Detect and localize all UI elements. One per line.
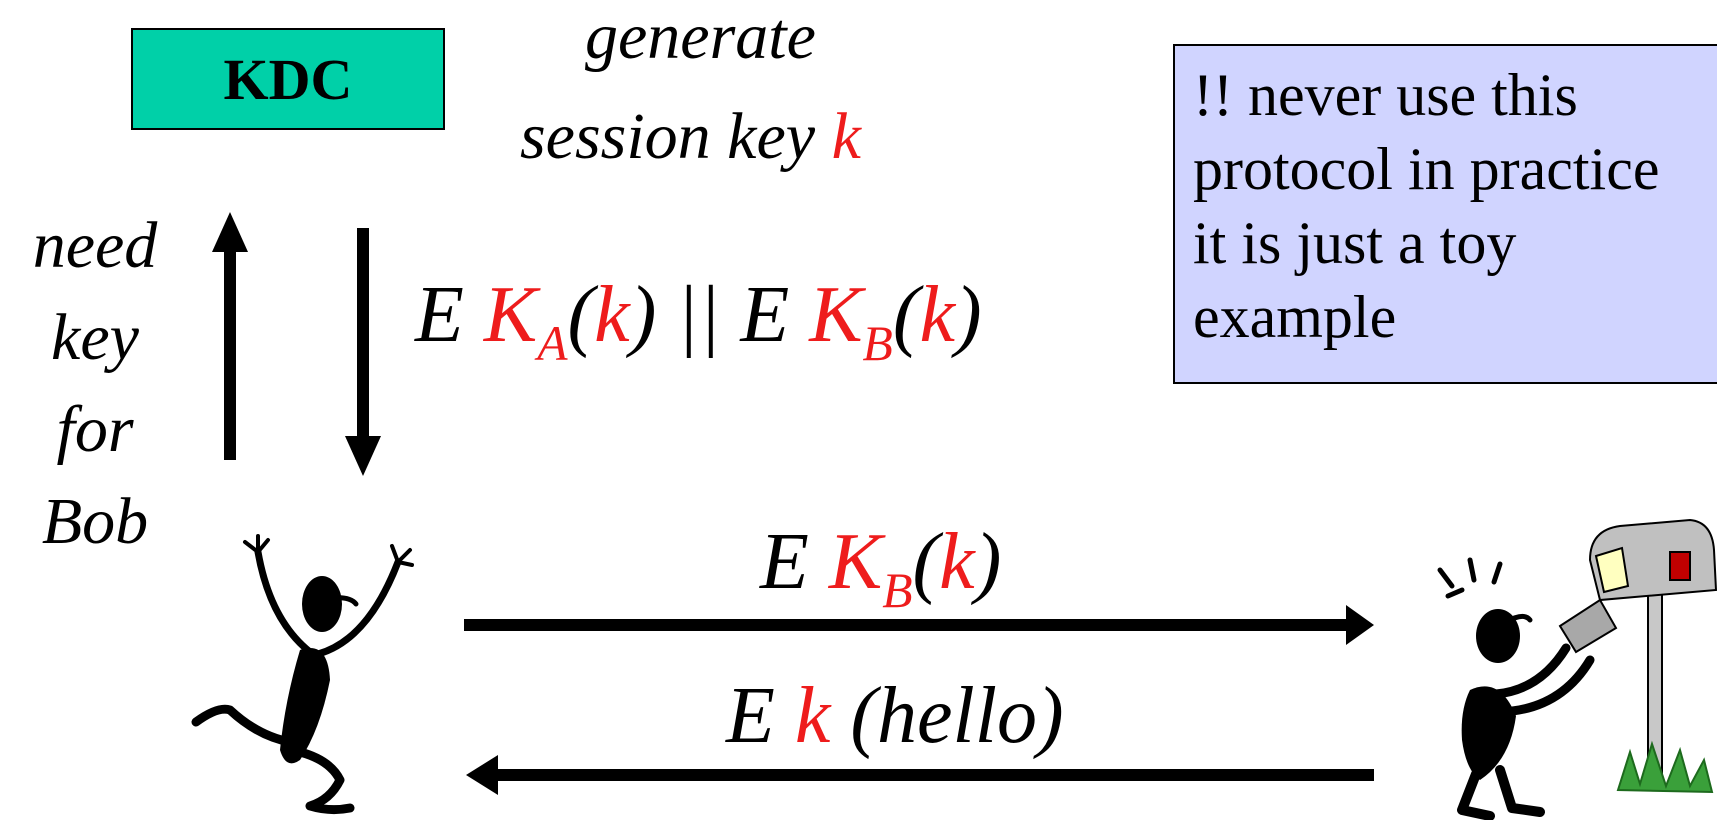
mailbox-icon — [1558, 518, 1717, 794]
request-line-1: need — [32, 209, 158, 282]
request-arrow — [212, 212, 248, 460]
reply-kb-open: ( — [892, 271, 920, 359]
reply-kb: K — [809, 271, 863, 359]
alice-to-bob-message: E KB(k) — [760, 522, 1001, 615]
note-line-2: protocol in practice — [1193, 136, 1660, 202]
frombob-e: E — [726, 672, 795, 760]
frombob-k: k — [794, 672, 831, 760]
to-alice-arrow — [466, 755, 1374, 795]
request-line-3: for — [56, 393, 134, 466]
tobob-kb: K — [828, 518, 883, 606]
bob-figure — [1437, 557, 1595, 820]
kdc-reply-message: E KA(k) || E KB(k) — [415, 275, 982, 368]
session-key-k: k — [831, 100, 861, 173]
reply-ka-arg: k — [594, 271, 630, 359]
to-bob-arrow — [464, 605, 1374, 645]
reply-ka-close: ) — [629, 271, 657, 359]
session-key-label: session key k — [520, 104, 861, 170]
warning-note: !! never use this protocol in practice i… — [1173, 44, 1717, 384]
request-line-2: key — [51, 301, 139, 374]
generate-line1: generate — [585, 0, 816, 73]
reply-separator: || — [656, 271, 741, 359]
bob-to-alice-message: E k (hello) — [726, 676, 1064, 756]
reply-arrow — [345, 228, 381, 476]
tobob-arg: k — [939, 518, 975, 606]
session-key-prefix: session key — [520, 100, 832, 173]
note-line-4: example — [1193, 284, 1397, 350]
tobob-kb-sub: B — [882, 562, 913, 618]
reply-ka-open: ( — [567, 271, 595, 359]
request-line-4: Bob — [41, 485, 149, 558]
reply-e1: E — [415, 271, 484, 359]
generate-label: generate — [585, 4, 816, 70]
kdc-label: KDC — [223, 46, 353, 112]
reply-kb-arg: k — [919, 271, 955, 359]
reply-e2: E — [740, 271, 810, 359]
request-label: need key for Bob — [10, 200, 180, 568]
alice-figure — [191, 534, 414, 815]
reply-ka: K — [483, 271, 538, 359]
tobob-open: ( — [912, 518, 940, 606]
reply-kb-sub: B — [862, 315, 893, 371]
reply-ka-sub: A — [537, 315, 568, 371]
tobob-e: E — [760, 518, 829, 606]
frombob-msg: (hello) — [830, 672, 1064, 760]
note-line-3: it is just a toy — [1193, 210, 1517, 276]
reply-kb-close: ) — [955, 271, 982, 359]
tobob-close: ) — [974, 518, 1002, 606]
kdc-box: KDC — [131, 28, 445, 130]
note-line-1: !! never use this — [1193, 62, 1578, 128]
